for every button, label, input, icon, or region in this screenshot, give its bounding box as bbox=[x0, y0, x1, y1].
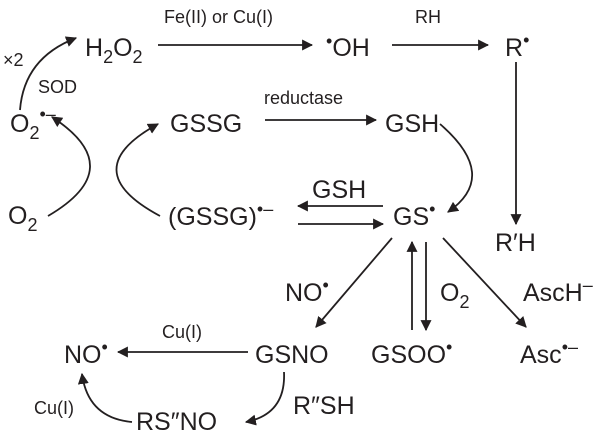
arrow-gsno-to-rsno bbox=[244, 371, 285, 426]
label-cu-top: Cu(I) bbox=[162, 322, 202, 342]
label-sod: SOD bbox=[38, 77, 77, 97]
species-glutathionyl-radical: GS• bbox=[393, 199, 435, 231]
species-gsoo-radical: GSOO• bbox=[371, 337, 452, 369]
species-rsno: RS″NO bbox=[136, 408, 217, 436]
species-superoxide: O2•– bbox=[10, 104, 56, 143]
species-nitric-oxide: NO• bbox=[64, 337, 108, 369]
label-asch: AscH– bbox=[523, 275, 593, 307]
species-gssg: GSSG bbox=[170, 110, 242, 138]
arrow-superoxide-to-h2o2 bbox=[19, 36, 78, 111]
species-hydroxyl-radical: •OH bbox=[326, 31, 370, 62]
arrow-gsh-to-gs-radical bbox=[439, 123, 473, 213]
label-no-reagent: NO• bbox=[285, 275, 329, 307]
arrow-oxygen-to-superoxide bbox=[47, 116, 91, 217]
species-oxygen: O2 bbox=[8, 202, 37, 235]
label-reductase: reductase bbox=[264, 88, 343, 108]
species-gsno: GSNO bbox=[255, 341, 329, 369]
label-rsh: R″SH bbox=[293, 392, 355, 420]
species-gssg-radical-anion: (GSSG)•– bbox=[168, 199, 273, 231]
label-cu-bottom: Cu(I) bbox=[34, 398, 74, 418]
label-gsh-reagent: GSH bbox=[312, 176, 366, 204]
species-ascorbyl-radical: Asc•– bbox=[520, 337, 578, 369]
label-times-two: ×2 bbox=[3, 50, 24, 70]
species-gsh: GSH bbox=[385, 110, 439, 138]
species-h2o2: H2O2 bbox=[85, 34, 143, 67]
arrow-gs-to-gsno bbox=[315, 237, 393, 328]
label-fe-cu: Fe(II) or Cu(I) bbox=[164, 7, 273, 27]
arrow-gssg-radical-to-gssg bbox=[115, 123, 161, 217]
label-o2-reagent: O2 bbox=[440, 279, 469, 312]
arrow-gs-to-ascorbyl bbox=[442, 237, 527, 328]
arrow-rsno-to-no bbox=[77, 372, 133, 423]
species-r-prime-h: R′H bbox=[495, 229, 536, 257]
label-rh: RH bbox=[415, 7, 441, 27]
species-r-radical: R• bbox=[505, 30, 529, 62]
